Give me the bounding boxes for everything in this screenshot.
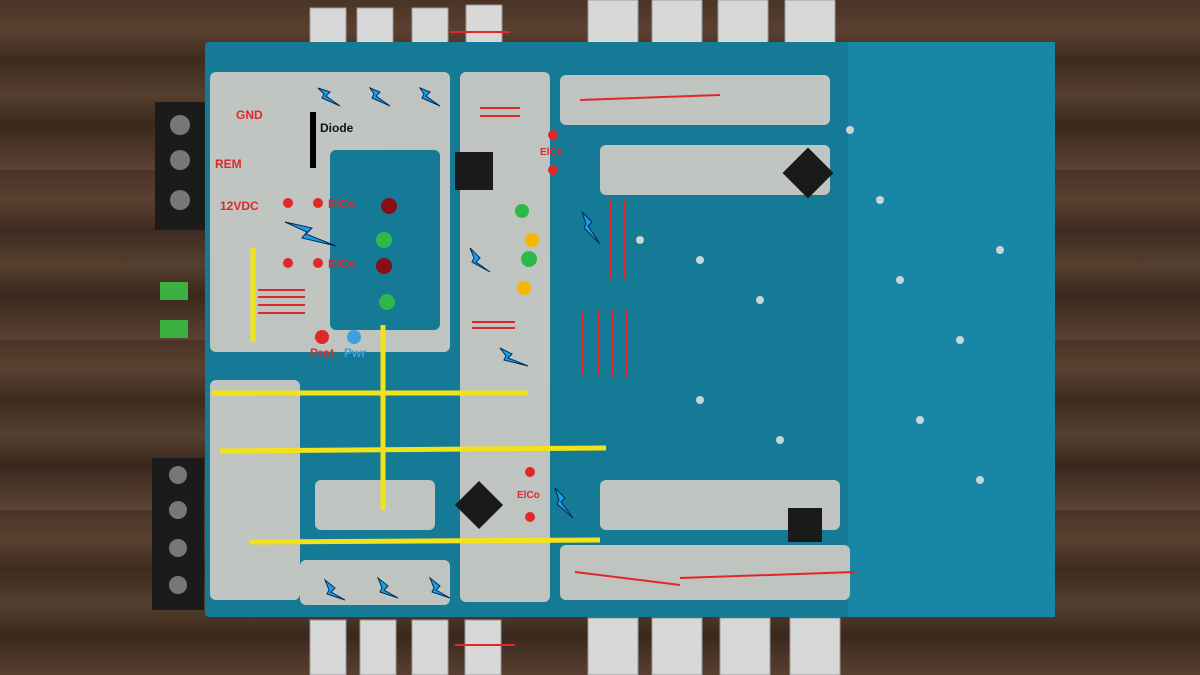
led-markers — [315, 198, 539, 344]
diode-label: Diode — [320, 121, 354, 135]
lightning-icon — [284, 86, 601, 601]
elco-label: ElCo — [328, 257, 356, 271]
transistors-bottom — [309, 617, 841, 675]
yellow-jumper-lines — [212, 248, 607, 545]
green-connector — [160, 282, 188, 300]
elco-label: ElCo — [328, 197, 356, 211]
elco-label: ElCo — [517, 490, 540, 501]
ic-chip — [782, 147, 834, 199]
12vdc-label: 12VDC — [220, 199, 259, 213]
ic-chip — [455, 152, 493, 190]
elco-markers — [283, 130, 558, 522]
prot-label: Prot. — [310, 346, 338, 360]
elco-label: ElCo — [540, 147, 563, 158]
red-marker-lines — [258, 31, 856, 646]
green-connector — [160, 320, 188, 338]
ic-chip — [454, 480, 504, 530]
component-pads — [636, 126, 1004, 484]
ic-chip — [788, 508, 822, 542]
rem-label: REM — [215, 157, 242, 171]
pwr-label: Pwr — [344, 346, 367, 360]
gnd-label: GND — [236, 108, 263, 122]
